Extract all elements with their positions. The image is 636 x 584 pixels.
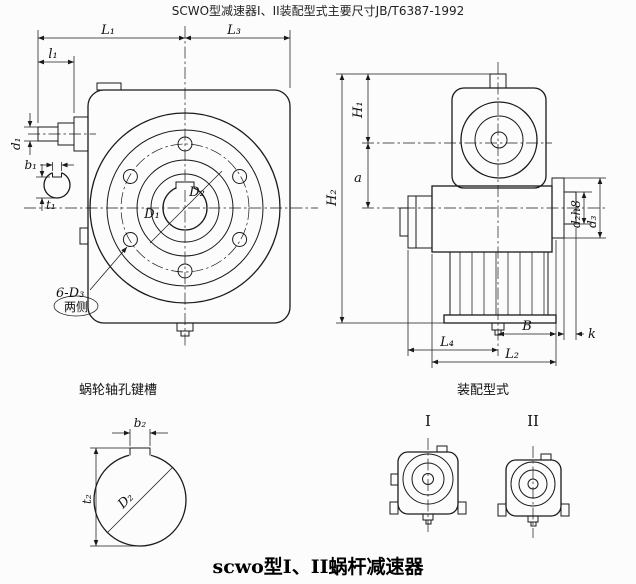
cooling-fins	[449, 251, 549, 316]
side-plug	[79, 227, 89, 245]
spigot-circle-D1	[136, 159, 234, 257]
output-shaft	[563, 191, 577, 225]
keyway-erase	[175, 181, 195, 190]
keyway-slot-erase	[129, 449, 151, 457]
flange-circle	[89, 112, 281, 304]
keyway-view-title: 蜗轮轴孔键槽	[79, 382, 157, 398]
dim-label-D2: D₂	[188, 185, 205, 200]
bolt-hole	[232, 169, 248, 184]
dim-label-H1: H₁	[351, 101, 366, 119]
worm-shaft-circle	[490, 131, 508, 149]
dim-label-l1: l₁	[48, 47, 57, 62]
dim-label-H2: H₂	[325, 189, 340, 207]
bolt-note-ellipse	[53, 295, 99, 317]
base-dimensions: B k	[498, 228, 596, 366]
bolt-callout-label: 6-D₃	[56, 286, 84, 301]
dim-label-d3: d₃	[585, 215, 599, 228]
bolt-holes	[122, 136, 248, 279]
figure-caption: scwo型I、II蜗杆减速器	[213, 555, 425, 578]
bolt-callout: 6-D₃ 两侧	[53, 246, 128, 317]
dim-label-B: B	[521, 319, 532, 334]
dim-label-t2: t₂	[80, 494, 94, 504]
dim-label-L3: L₃	[226, 23, 241, 38]
dim-label-L1: L₁	[100, 23, 115, 38]
bolt-hole	[177, 136, 193, 152]
bolt-hole	[232, 232, 248, 247]
side-view: H₂ H₁ a d₂h8 d₃ B k	[325, 62, 606, 368]
shaft-keyseat	[52, 172, 62, 178]
base-flange	[443, 314, 557, 324]
drawing-title: SCWO型减速器I、II装配型式主要尺寸JB/T6387-1992	[172, 4, 464, 18]
shaft-collar	[73, 116, 89, 152]
dim-label-b1: b₁	[25, 158, 38, 172]
worm-bearing-circle	[460, 101, 538, 179]
worm-boss	[451, 87, 547, 189]
bolt-hole	[122, 169, 138, 184]
bolt-note-label: 两侧	[64, 300, 88, 314]
dim-label-d1: d₁	[9, 138, 23, 151]
cover-hub	[399, 207, 409, 237]
flange-inner-circle	[106, 129, 264, 287]
dim-label-L2: L₂	[504, 347, 519, 362]
b1-dimension: b₁	[25, 158, 74, 172]
keyway-slot	[129, 447, 151, 456]
dim-label-a: a	[354, 171, 362, 186]
d1-dimension: d₁	[9, 113, 38, 155]
top-boss	[96, 82, 122, 91]
shaft-section-view	[43, 170, 71, 199]
b2-dimension: b₂	[112, 416, 168, 446]
type1-label: I	[425, 412, 431, 430]
dim-label-D1: D₁	[143, 207, 160, 222]
bolt-hole	[122, 232, 138, 247]
front-view: D₁ D₂ L₁ L₃ l₁	[9, 23, 318, 348]
type2-label: II	[527, 412, 539, 430]
type2-view	[497, 446, 570, 538]
shaft-diameter-dimensions: d₂h8 d₃	[564, 177, 606, 239]
t1-dimension: t₁	[36, 164, 56, 212]
shaft-section-circle	[43, 171, 71, 199]
height-dimensions: H₂ H₁ a	[325, 73, 490, 324]
front-bottom-plug	[176, 322, 194, 337]
keyseat-erase	[52, 170, 62, 174]
bore-diameter-line	[106, 466, 174, 534]
dim-label-d2h8: d₂h8	[569, 200, 583, 228]
dim-label-L4: L₄	[439, 335, 454, 350]
length-dimensions: L₄ L₂	[407, 250, 556, 368]
front-top-dimensions: L₁ L₃ l₁	[37, 23, 291, 123]
assembly-type-views: 装配型式 I II	[389, 383, 570, 538]
bolt-pitch-circle	[120, 143, 250, 273]
type1-view	[389, 438, 467, 534]
dim-label-t1: t₁	[46, 198, 56, 212]
housing-outline	[87, 89, 291, 324]
gear-body	[431, 185, 553, 253]
dim-label-b2: b₂	[134, 416, 147, 430]
worm-bearing-inner-circle	[474, 115, 524, 165]
assembly-view-title: 装配型式	[457, 383, 509, 398]
bore-keyway-slot	[175, 181, 195, 189]
diameter-leader-line	[149, 170, 223, 244]
bolt-hole	[177, 263, 193, 279]
t2-dimension: t₂	[80, 447, 140, 547]
dim-label-k: k	[588, 327, 596, 342]
hub-circle-D2	[150, 173, 220, 243]
dim-label-bore-D2: D₂	[115, 490, 137, 512]
worm-end-cover	[407, 195, 433, 249]
input-shaft	[28, 116, 96, 152]
keyway-detail-view: 蜗轮轴孔键槽 b₂ t₂ D₂	[79, 382, 187, 547]
